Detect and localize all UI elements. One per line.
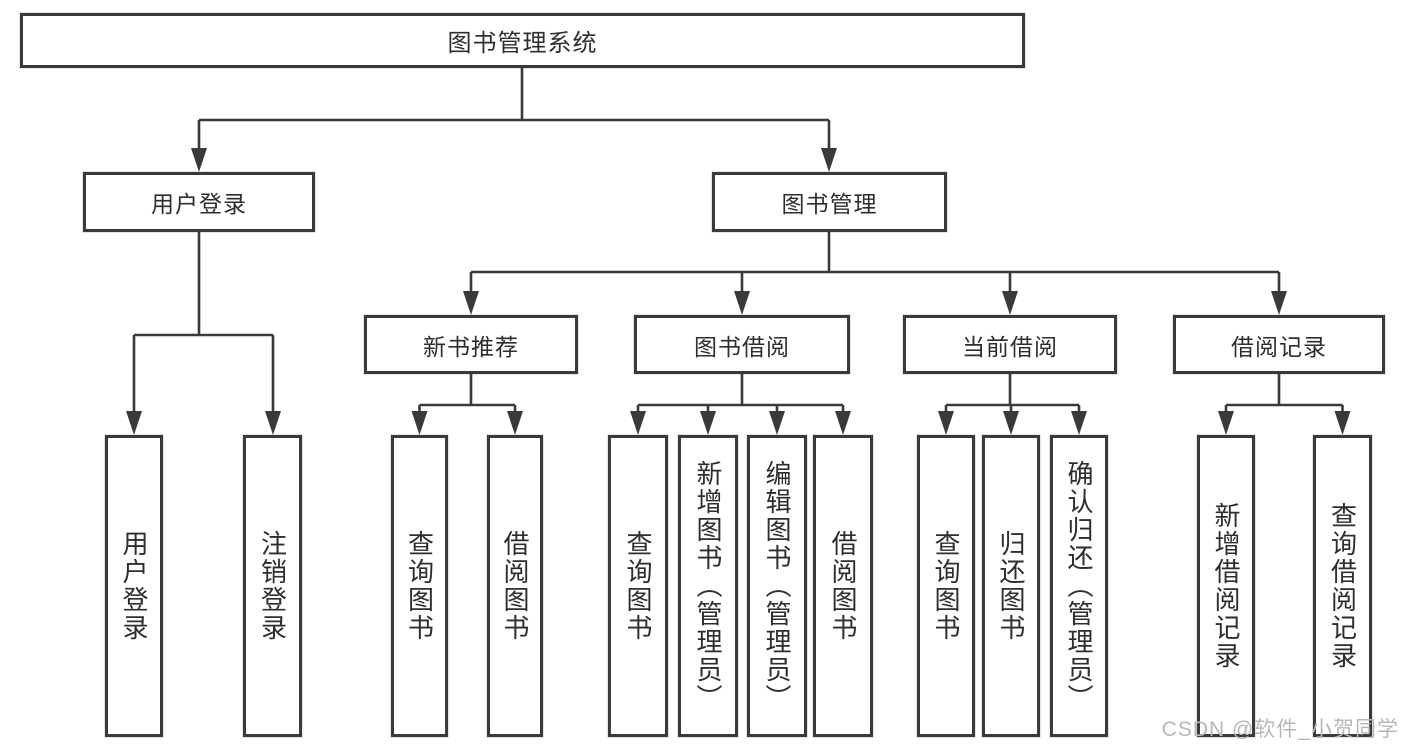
leaf-record-add-borrow-record: 新增借阅记录 [1197, 435, 1255, 737]
arrowheads [126, 148, 1351, 435]
leaf-current-confirm-return-admin: 确认归还（管理员） [1050, 435, 1108, 737]
csdn-watermark: CSDN @软件_小贺同学 [1161, 718, 1399, 741]
node-new-book-recommend: 新书推荐 [364, 315, 578, 374]
node-borrow-record: 借阅记录 [1173, 315, 1385, 374]
leaf-current-query-books: 查询图书 [917, 435, 975, 737]
leaf-record-query-borrow-record: 查询借阅记录 [1313, 435, 1372, 737]
node-user-login: 用户登录 [83, 172, 315, 232]
node-book-management: 图书管理 [712, 172, 947, 232]
leaf-borrow-add-books-admin: 新增图书（管理员） [678, 435, 738, 737]
leaf-newbook-query-books: 查询图书 [391, 435, 448, 737]
node-current-borrow: 当前借阅 [903, 315, 1117, 374]
leaf-logout: 注销登录 [243, 435, 302, 737]
leaf-borrow-borrow-books: 借阅图书 [813, 435, 873, 737]
node-root-library-system: 图书管理系统 [20, 13, 1025, 68]
leaf-current-return-books: 归还图书 [982, 435, 1040, 737]
node-book-borrow: 图书借阅 [634, 315, 850, 374]
leaf-borrow-query-books: 查询图书 [608, 435, 668, 737]
leaf-user-login: 用户登录 [105, 435, 163, 737]
leaf-newbook-borrow-books: 借阅图书 [487, 435, 543, 737]
leaf-borrow-edit-books-admin: 编辑图书（管理员） [747, 435, 807, 737]
